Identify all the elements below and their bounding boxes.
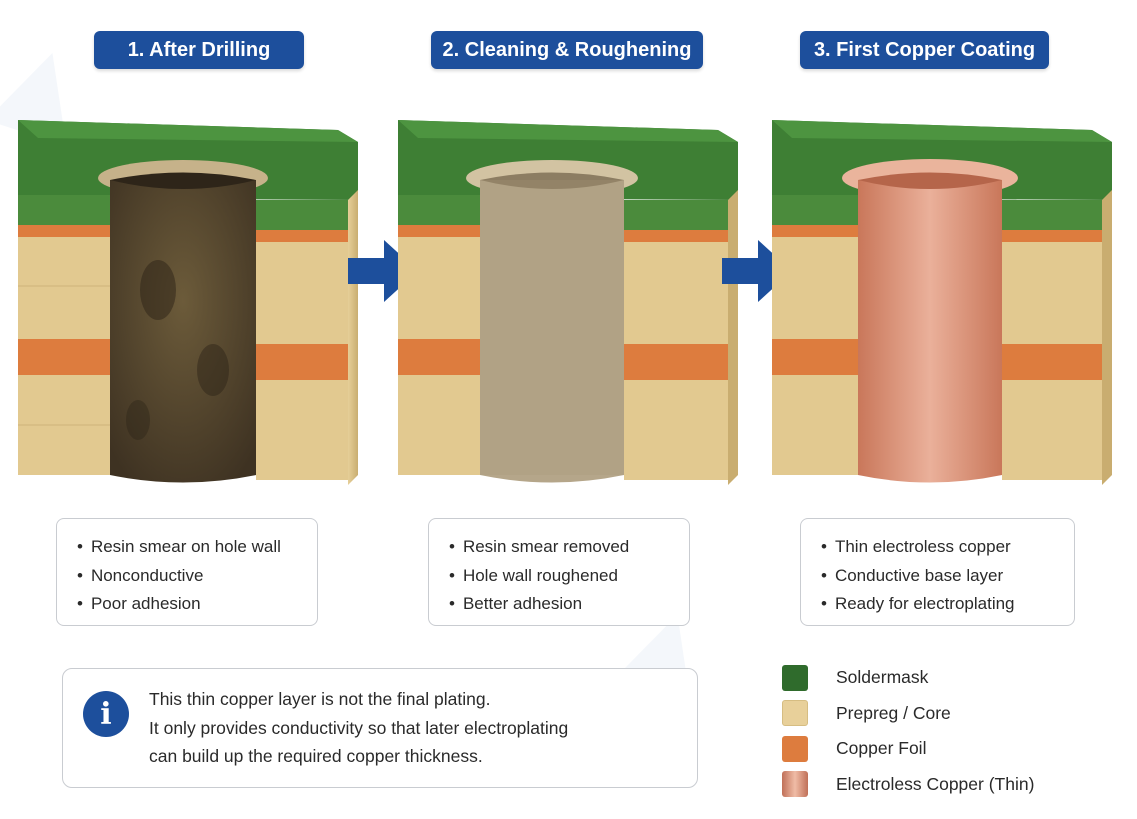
- copper-foil-swatch: [782, 735, 808, 762]
- stage-title-1: 1. After Drilling: [94, 31, 304, 69]
- legend-item-copper-foil: Copper Foil: [782, 731, 1034, 767]
- stage-2-notes: Resin smear removed Hole wall roughened …: [428, 518, 690, 626]
- note-line: It only provides conductivity so that la…: [149, 717, 569, 738]
- stage-title-2: 2. Cleaning & Roughening: [431, 31, 703, 69]
- pcb-cross-section-copper-coated: [772, 120, 1112, 485]
- prepreg-swatch: [782, 700, 808, 727]
- pcb-cross-section-after-drilling: [18, 120, 358, 485]
- legend-item-electroless-copper: Electroless Copper (Thin): [782, 767, 1034, 803]
- soldermask-swatch: [782, 664, 808, 691]
- stage-3-note: Ready for electroplating: [821, 590, 1074, 619]
- stage-1-notes: Resin smear on hole wall Nonconductive P…: [56, 518, 318, 626]
- stage-1-note: Resin smear on hole wall: [77, 533, 317, 562]
- note-line: can build up the required copper thickne…: [149, 746, 483, 766]
- legend-item-prepreg: Prepreg / Core: [782, 696, 1034, 732]
- stage-2-note: Hole wall roughened: [449, 562, 689, 591]
- electroless-copper-swatch: [782, 771, 808, 798]
- stage-2-note: Resin smear removed: [449, 533, 689, 562]
- note-line: This thin copper layer is not the final …: [149, 689, 491, 709]
- stage-3-note: Thin electroless copper: [821, 533, 1074, 562]
- legend-label: Electroless Copper (Thin): [836, 773, 1035, 794]
- pcb-cross-section-cleaned: [398, 120, 738, 485]
- legend-label: Copper Foil: [836, 738, 927, 759]
- stage-1-note: Nonconductive: [77, 562, 317, 591]
- legend-item-soldermask: Soldermask: [782, 660, 1034, 696]
- stage-3-note: Conductive base layer: [821, 562, 1074, 591]
- stage-1-note: Poor adhesion: [77, 590, 317, 619]
- legend: Soldermask Prepreg / Core Copper Foil El…: [782, 660, 1034, 802]
- stage-2-note: Better adhesion: [449, 590, 689, 619]
- legend-label: Prepreg / Core: [836, 702, 951, 723]
- stage-3-notes: Thin electroless copper Conductive base …: [800, 518, 1075, 626]
- info-note: i This thin copper layer is not the fina…: [62, 668, 698, 788]
- info-icon: i: [83, 691, 129, 737]
- legend-label: Soldermask: [836, 667, 929, 688]
- stage-title-3: 3. First Copper Coating: [800, 31, 1049, 69]
